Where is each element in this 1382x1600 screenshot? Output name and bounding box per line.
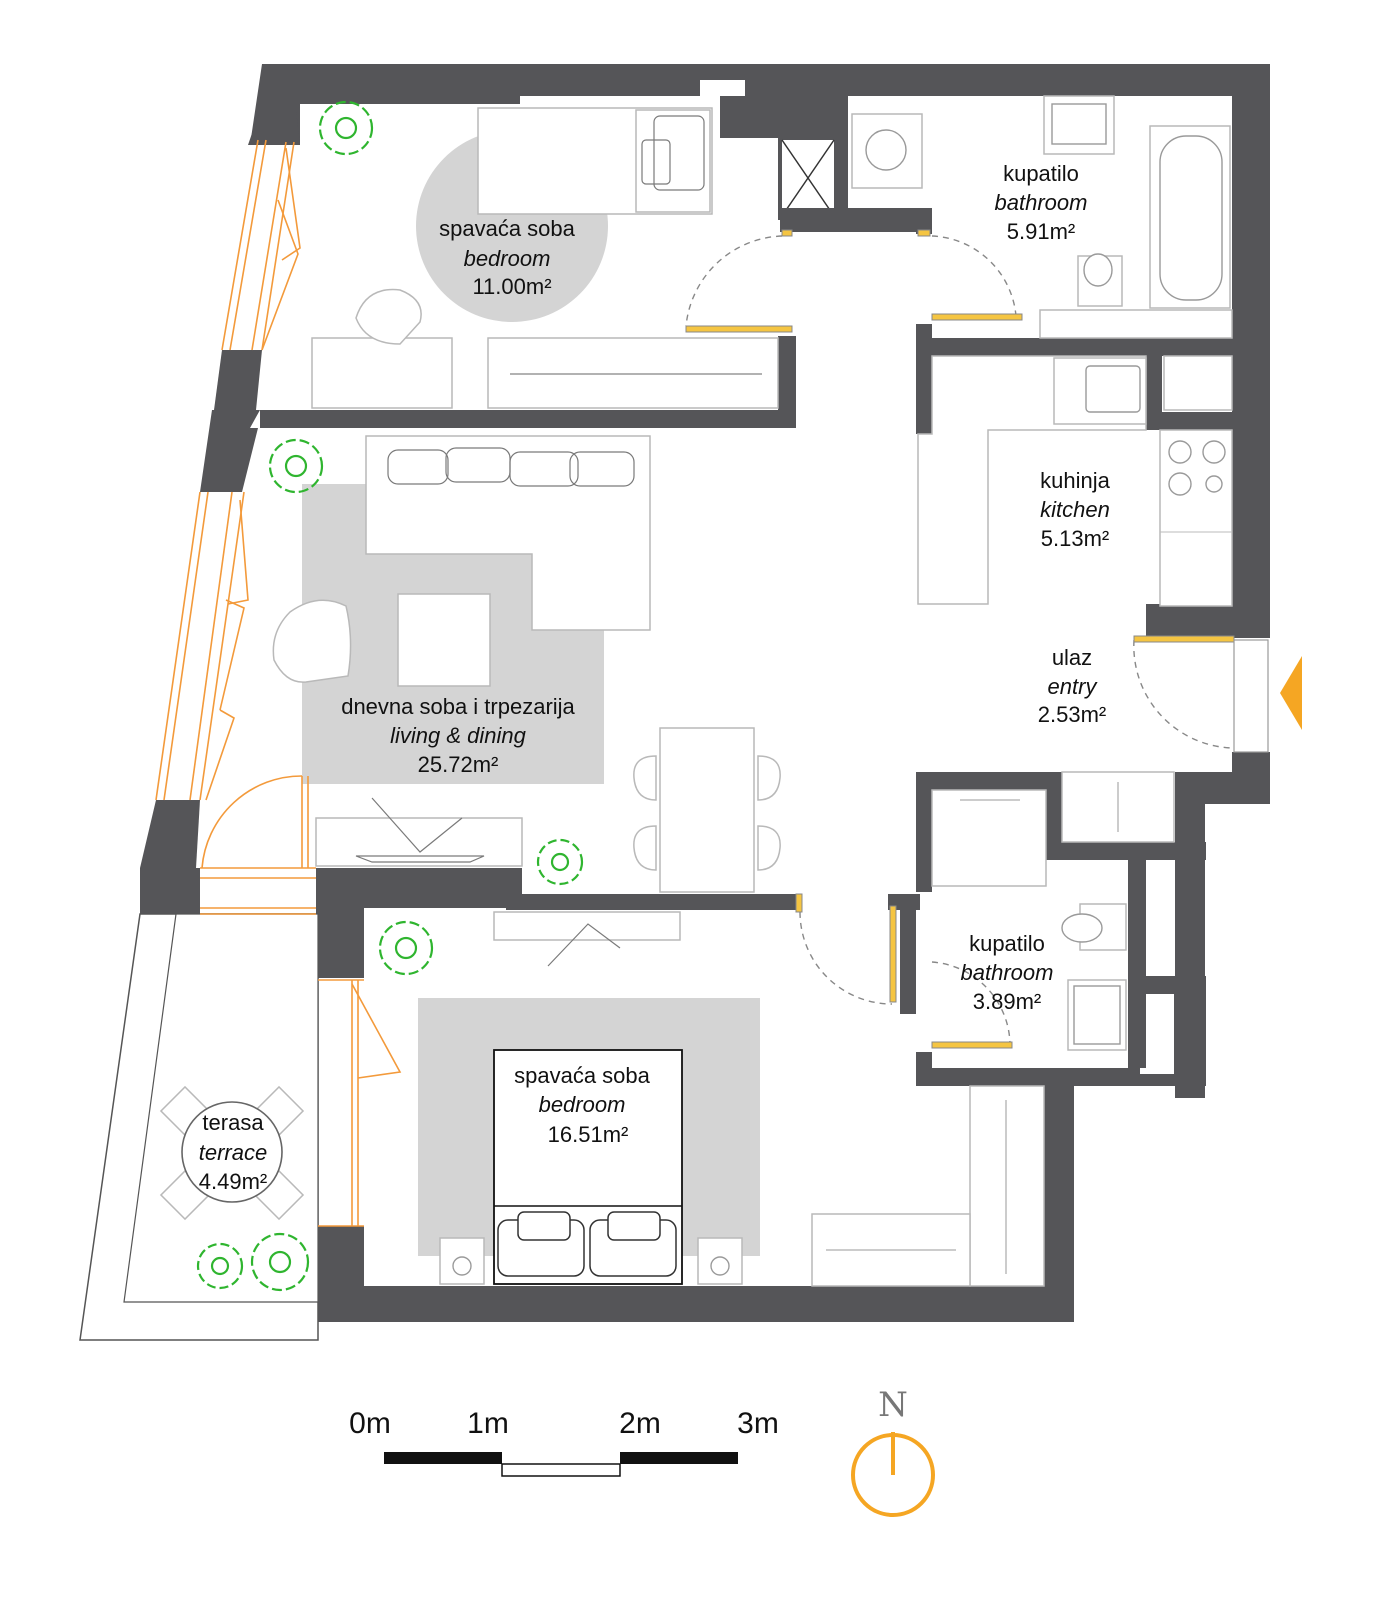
shower — [931, 789, 1047, 887]
scale-label-2: 2m — [619, 1407, 661, 1440]
kitchen-counter — [917, 355, 1233, 607]
room-name-en: bedroom — [539, 1092, 626, 1117]
room-name-local: terasa — [202, 1110, 264, 1135]
label-living: dnevna soba i trpezarija living & dining… — [341, 694, 575, 777]
north-label: N — [878, 1385, 908, 1425]
room-name-local: kupatilo — [969, 931, 1045, 956]
label-entry: ulaz entry 2.53m² — [1038, 645, 1106, 727]
sofa — [365, 435, 651, 631]
room-area: 5.91m² — [1007, 219, 1075, 244]
room-name-en: bedroom — [464, 246, 551, 271]
wardrobe-entry — [1061, 771, 1175, 843]
tv-unit — [315, 797, 523, 867]
room-name-en: kitchen — [1040, 497, 1110, 522]
label-bathroom-large: kupatilo bathroom 5.91m² — [995, 161, 1088, 244]
label-bedroom-small: spavaća soba bedroom 11.00m² — [439, 216, 576, 299]
plant-icon — [196, 1242, 244, 1290]
entry-door-frame — [1233, 639, 1269, 753]
scale-bar: 0m 1m 2m 3m — [349, 1407, 779, 1477]
room-name-local: kuhinja — [1040, 468, 1110, 493]
room-area: 25.72m² — [418, 752, 499, 777]
room-name-local: spavaća soba — [514, 1063, 651, 1088]
room-name-en: bathroom — [961, 960, 1054, 985]
wardrobe-small — [487, 337, 779, 409]
room-name-local: spavaća soba — [439, 216, 576, 241]
bathroom-sink — [1043, 95, 1115, 155]
washing-machine — [851, 113, 923, 189]
scale-label-3: 3m — [737, 1407, 779, 1440]
label-bathroom-small: kupatilo bathroom 3.89m² — [961, 931, 1054, 1014]
doors — [685, 229, 1235, 1049]
room-area: 2.53m² — [1038, 702, 1106, 727]
label-bedroom-large: spavaća soba bedroom 16.51m² — [514, 1063, 651, 1147]
nightstand-right — [697, 1237, 743, 1285]
bathroom-counter — [1039, 309, 1233, 339]
room-area: 4.49m² — [199, 1169, 267, 1194]
scale-label-1: 1m — [467, 1407, 509, 1440]
bathtub — [1149, 125, 1231, 309]
label-kitchen: kuhinja kitchen 5.13m² — [1040, 468, 1110, 551]
windows — [155, 139, 402, 1227]
scale-label-0: 0m — [349, 1407, 391, 1440]
room-name-en: terrace — [199, 1140, 267, 1165]
room-area: 5.13m² — [1041, 526, 1109, 551]
single-bed — [477, 107, 713, 215]
label-terrace: terasa terrace 4.49m² — [199, 1110, 267, 1194]
room-area: 11.00m² — [472, 274, 551, 299]
desk — [311, 337, 453, 409]
plant-icon — [536, 838, 584, 886]
dining-table — [633, 727, 781, 893]
room-name-en: entry — [1048, 674, 1099, 699]
toilet-large-bath — [1077, 253, 1123, 307]
terrace-table — [159, 1085, 305, 1221]
sink-small-bath — [1067, 979, 1127, 1051]
plant-icon — [318, 100, 374, 156]
plant-icon — [268, 438, 324, 494]
room-name-local: ulaz — [1052, 645, 1092, 670]
plant-icon — [250, 1232, 310, 1292]
room-name-local: kupatilo — [1003, 161, 1079, 186]
walls — [140, 64, 1270, 1322]
plant-icon — [378, 920, 434, 976]
double-bed — [493, 1049, 683, 1285]
north-arrow-icon: N — [851, 1385, 935, 1517]
toilet-small-bath — [1061, 903, 1127, 951]
room-area: 16.51m² — [548, 1122, 629, 1147]
coffee-table — [397, 593, 491, 687]
tv-bedroom — [493, 911, 681, 967]
armchair — [272, 599, 352, 683]
entry-arrow-icon — [1280, 656, 1302, 730]
nightstand-left — [439, 1237, 485, 1285]
wardrobe-bedroom-large — [811, 1085, 1045, 1287]
room-name-local: dnevna soba i trpezarija — [341, 694, 575, 719]
room-area: 3.89m² — [973, 989, 1041, 1014]
desk-chair — [355, 288, 422, 345]
room-name-en: bathroom — [995, 190, 1088, 215]
room-name-en: living & dining — [390, 723, 527, 748]
